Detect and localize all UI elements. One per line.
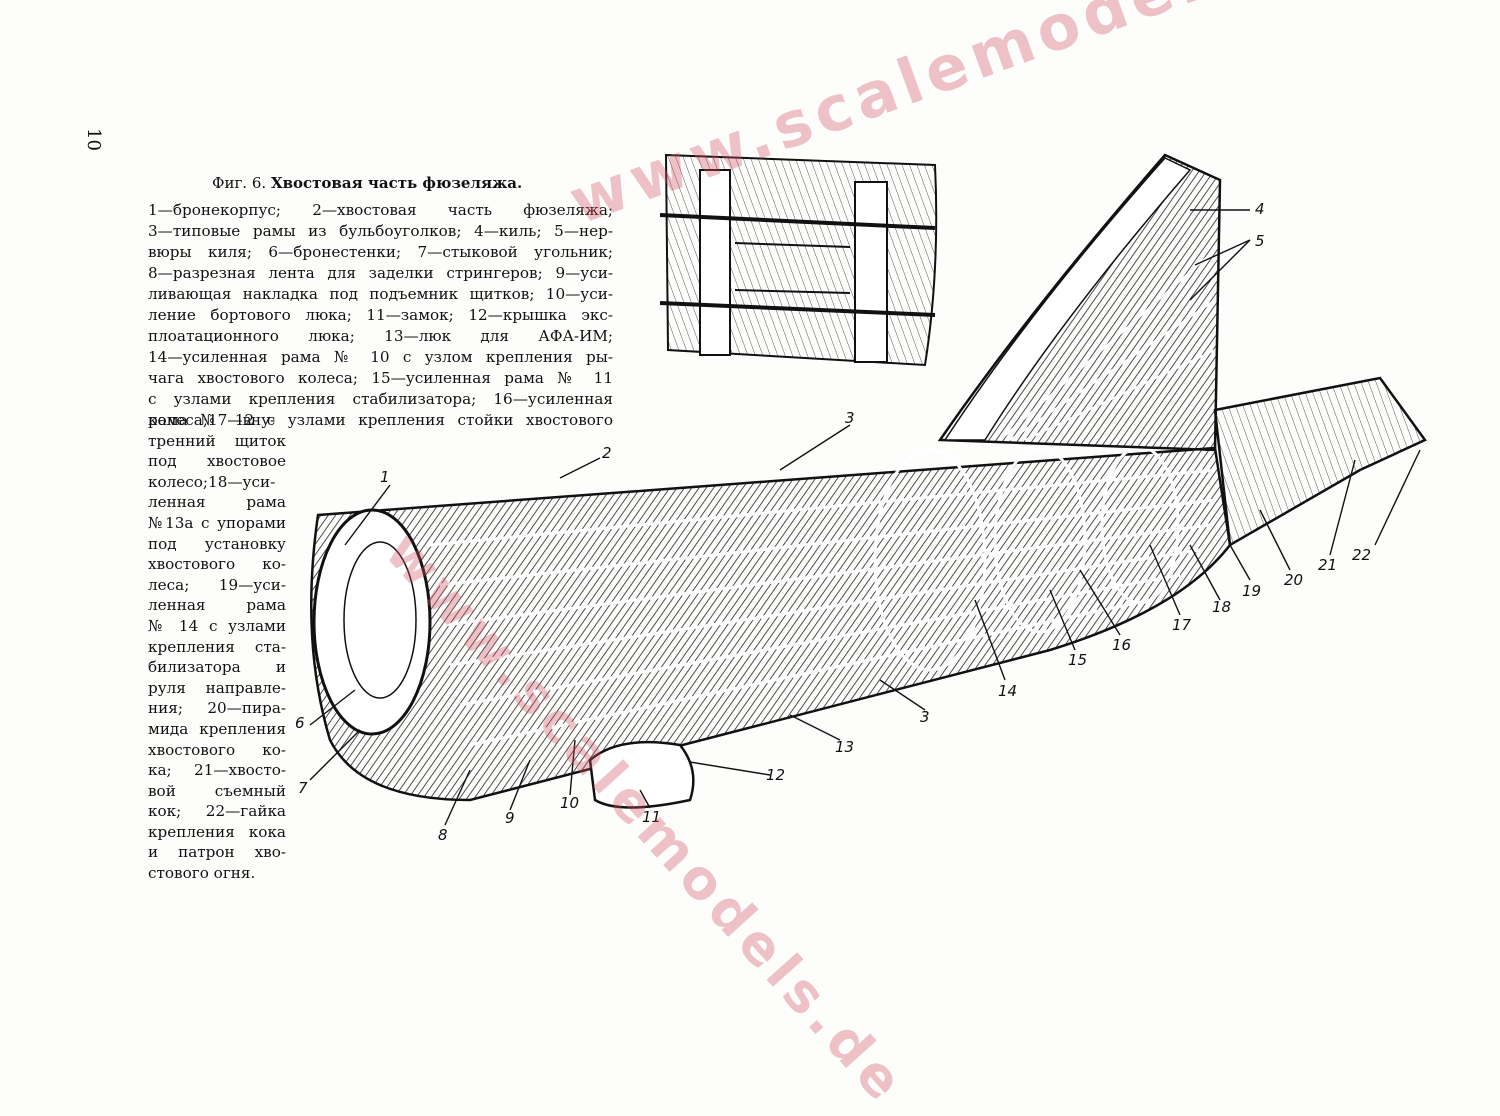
legend-line: ливающая накладка под подъемник щитков; … (148, 285, 613, 303)
callout-2: 2 (602, 444, 612, 462)
tail-fin (937, 153, 1222, 452)
legend-line: вой съемный (148, 781, 286, 800)
callout-11: 11 (642, 808, 661, 826)
callout-15: 15 (1068, 651, 1087, 669)
fuselage-tail-drawing: 1 2 3 3 4 5 6 7 8 9 10 11 12 13 14 15 16… (295, 153, 1427, 844)
callout-5: 5 (1255, 232, 1265, 250)
legend-line: чага хвостового колеса; 15—усиленная рам… (148, 369, 613, 387)
callout-12: 12 (766, 766, 785, 784)
callout-18: 18 (1212, 598, 1231, 616)
callout-9: 9 (505, 809, 515, 827)
legend-line: кок; 22—гайка (148, 802, 286, 821)
callout-10: 10 (560, 794, 579, 812)
legend-line: рама № 12 с узлами крепления стойки хвос… (148, 411, 613, 429)
legend-line: стового огня. (148, 864, 256, 883)
legend-line: колеса;17—вну- (148, 411, 276, 429)
tail-cone (1213, 376, 1427, 548)
callout-1: 1 (380, 468, 390, 486)
callout-3-top: 3 (845, 409, 855, 427)
callout-21: 21 (1318, 556, 1337, 574)
legend-line: крепления ста- (148, 637, 286, 656)
legend-line: ка; 21—хвосто- (148, 761, 286, 780)
leader-lines (309, 209, 1421, 826)
legend-top-block: 1—бронекорпус; 2—хвостовая часть фюзеляж… (148, 200, 613, 431)
legend-line: под хвостовое (148, 452, 286, 471)
legend-line: мида крепления (148, 719, 286, 738)
legend-line: ленная рама (148, 493, 286, 512)
legend-line: хвостового ко- (148, 740, 286, 759)
caption-title: Хвостовая часть фюзеляжа. (270, 174, 523, 192)
figure-caption: Фиг. 6. Хвостовая часть фюзеляжа. (212, 174, 612, 192)
legend-line: билизатора и (148, 658, 286, 677)
callout-13: 13 (835, 738, 854, 756)
legend-line: ление бортового люка; 11—замок; 12—крышк… (148, 306, 613, 324)
callout-14: 14 (998, 682, 1017, 700)
fuselage-body (310, 445, 1232, 809)
legend-line: леса; 19—уси- (148, 575, 286, 594)
legend-line: и патрон хво- (148, 843, 286, 862)
legend-line: с узлами крепления стабилизатора; 16—уси… (148, 390, 613, 408)
callout-8: 8 (438, 826, 448, 844)
legend-line: 3—типовые рамы из бульбоуголков; 4—киль;… (148, 222, 613, 240)
legend-line: вюры киля; 6—бронестенки; 7—стыковой уго… (148, 243, 613, 261)
legend-line: крепления кока (148, 822, 286, 841)
caption-prefix: Фиг. 6. (212, 174, 267, 192)
legend-line: 1—бронекорпус; 2—хвостовая часть фюзеляж… (148, 201, 613, 219)
legend-line: тренний щиток (148, 431, 286, 450)
callout-22: 22 (1352, 546, 1371, 564)
callout-6: 6 (295, 714, 305, 732)
callout-16: 16 (1112, 636, 1131, 654)
callout-4: 4 (1255, 200, 1265, 218)
legend-line: 8—разрезная лента для заделки стрингеров… (148, 264, 613, 282)
legend-line: № 14 с узлами (148, 616, 286, 635)
legend-line: под установку (148, 534, 286, 553)
callout-17: 17 (1172, 616, 1192, 634)
callout-3-bottom: 3 (920, 708, 930, 726)
callout-19: 19 (1242, 582, 1261, 600)
legend-line: ленная рама (148, 596, 286, 615)
legend-line: хвостового ко- (148, 555, 286, 574)
legend-line: ния; 20—пира- (148, 699, 286, 718)
callout-7: 7 (298, 779, 308, 797)
legend-column-block: колеса;17—вну- тренний щиток под хвостов… (148, 410, 286, 884)
legend-line: плоатационного люка; 13—люк для АФА-ИМ; (148, 327, 613, 345)
legend-line: руля направле- (148, 678, 286, 697)
callout-20: 20 (1284, 571, 1303, 589)
legend-line: 14—усиленная рама № 10 с узлом крепления… (148, 348, 613, 366)
legend-line: №13а с упорами (148, 513, 286, 532)
inset-frame-detail (659, 153, 938, 367)
legend-line: колесо;18—уси- (148, 472, 276, 491)
